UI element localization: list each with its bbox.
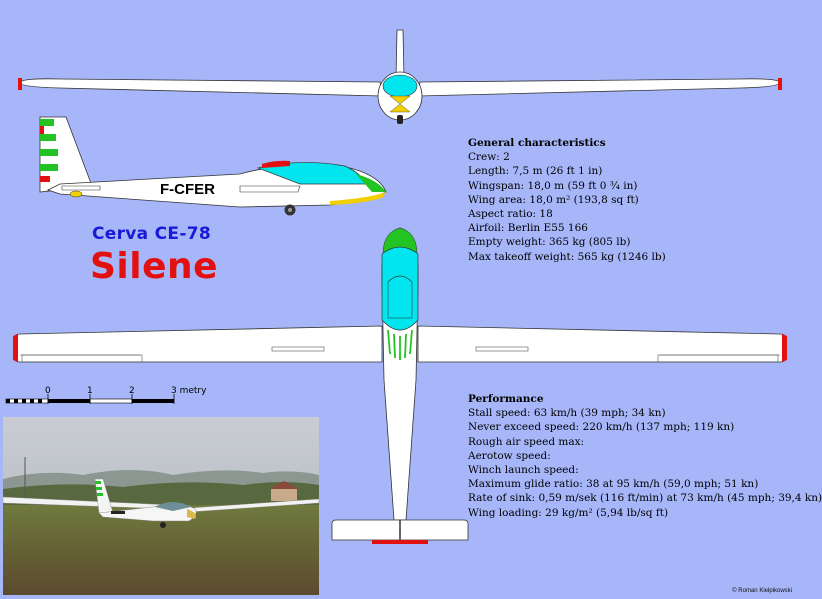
front-view-wing-left (19, 78, 383, 97)
spec-line: Crew: 2 (468, 151, 510, 164)
side-view-registration: F-CFER (160, 181, 215, 198)
front-view-wheel (397, 115, 403, 124)
spec-line: Rough air speed max: (468, 435, 585, 448)
scale-label-2: 2 (129, 386, 135, 396)
top-view-wingtip-left (13, 334, 18, 362)
spec-line: Max takeoff weight: 565 kg (1246 lb) (468, 250, 666, 263)
spec-line: Winch launch speed: (468, 464, 579, 477)
front-view-wingtip-right (778, 78, 782, 90)
side-view-nose-green (356, 174, 386, 192)
scale-bar (5, 394, 175, 404)
copyright: © Roman Kiełpikowski (732, 588, 792, 594)
side-view-canopy-red (262, 160, 290, 168)
spec-line: Airfoil: Berlin E55 166 (468, 222, 588, 235)
general-characteristics-heading: General characteristics (468, 137, 606, 149)
spec-line: Rate of sink: 0,59 m/sek (116 ft/min) at… (468, 492, 822, 505)
spec-line: Never exceed speed: 220 km/h (137 mph; 1… (468, 421, 735, 434)
scale-label-1: 1 (87, 386, 93, 396)
spec-line: Length: 7,5 m (26 ft 1 in) (468, 165, 603, 178)
front-view-fin (395, 29, 405, 79)
spec-line: Empty weight: 365 kg (805 lb) (468, 236, 631, 249)
side-view-wing-root (239, 185, 301, 193)
side-view-nose-yellow (330, 192, 386, 205)
front-view-canopy (382, 74, 418, 98)
scale-label-3: 3 metry (171, 386, 207, 396)
spec-line: Wing area: 18,0 m² (193,8 sq ft) (468, 193, 639, 206)
scale-label-0: 0 (45, 386, 51, 396)
top-view-canopy (381, 246, 419, 331)
spec-line: Wing loading: 29 kg/m² (5,94 lb/sq ft) (468, 506, 669, 519)
side-view-tail-wheel (69, 190, 83, 198)
top-view-wingtip-right (782, 334, 787, 362)
top-view (13, 227, 787, 544)
front-view (18, 29, 782, 124)
spec-line: Aerotow speed: (468, 449, 551, 462)
top-view-wing-right (417, 325, 787, 363)
front-view-nose-marking (389, 95, 411, 113)
spec-line: Maximum glide ratio: 38 at 95 km/h (59,0… (468, 478, 759, 491)
side-view: F-CFER (39, 116, 387, 216)
aircraft-name-title: Silene (90, 246, 219, 287)
general-characteristics: General characteristics Crew: 2 Length: … (468, 136, 666, 264)
top-view-airbrake-left (271, 346, 325, 352)
top-view-elevator-marking (372, 540, 428, 544)
glider-photo (2, 417, 320, 595)
front-view-wingtip-left (18, 78, 22, 90)
aircraft-model-title: Cerva CE-78 (92, 224, 211, 244)
spec-line: Wingspan: 18,0 m (59 ft 0 ¾ in) (468, 179, 638, 192)
performance-heading: Performance (468, 393, 544, 405)
spec-line: Aspect ratio: 18 (468, 208, 553, 221)
drawing-canvas: F-CFER (5, 29, 787, 544)
side-view-fin-stripes (40, 119, 58, 182)
front-view-wing-right (417, 78, 781, 97)
performance: Performance Stall speed: 63 km/h (39 mph… (468, 392, 822, 520)
top-view-airbrake-right (475, 346, 529, 352)
side-view-tailplane (61, 185, 101, 191)
top-view-wing-left (13, 325, 383, 363)
top-view-stripes (387, 329, 413, 360)
spec-line: Stall speed: 63 km/h (39 mph; 34 kn) (468, 407, 666, 420)
